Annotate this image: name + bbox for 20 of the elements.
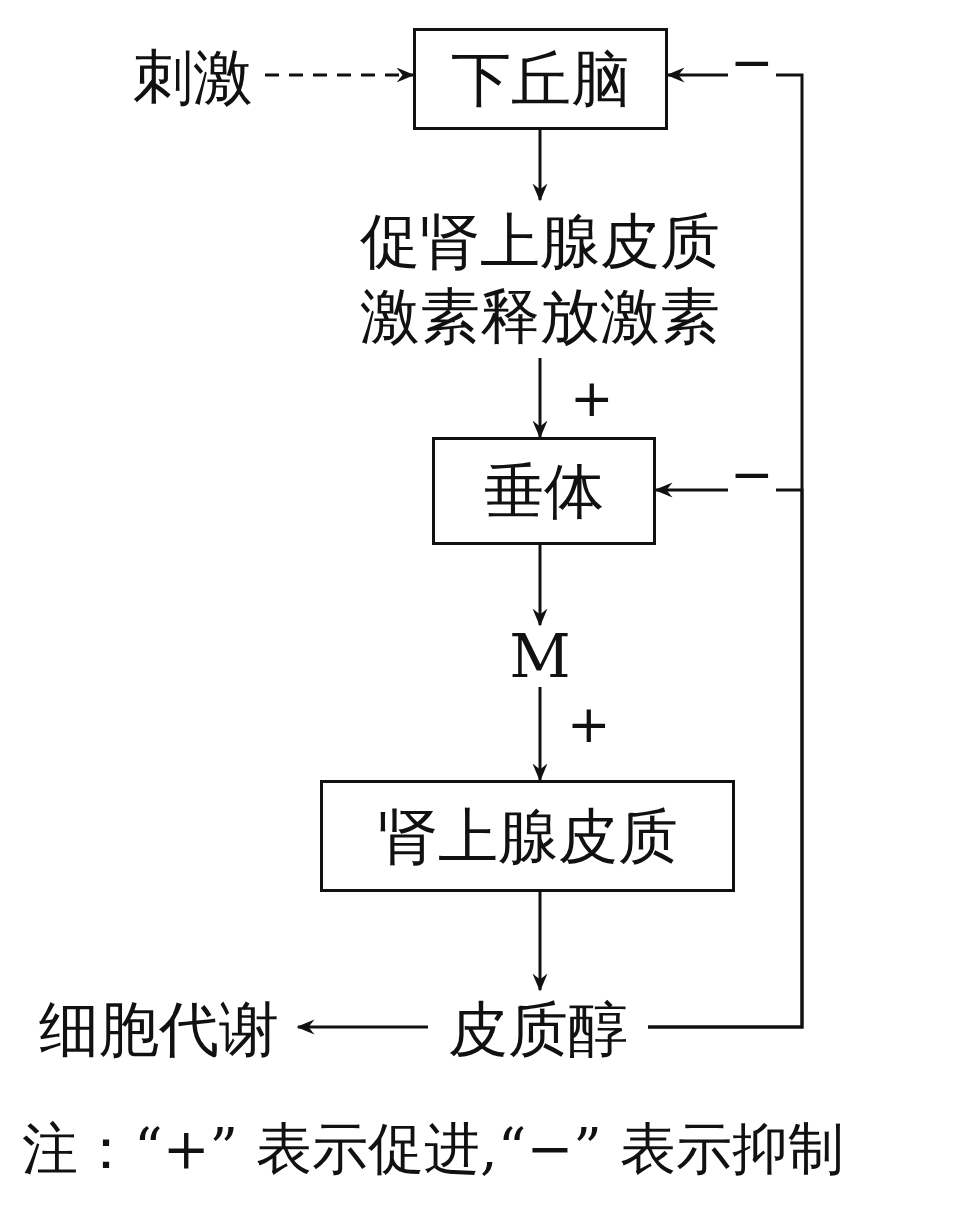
arrow xyxy=(532,358,548,439)
arrow xyxy=(296,1019,428,1035)
organ-label: 下丘脑 xyxy=(450,42,631,116)
hormone-text: 促肾上腺皮质激素释放激素 xyxy=(340,200,740,358)
organ-label: 垂体 xyxy=(484,454,604,528)
stimulus-text: 刺激 xyxy=(120,40,265,115)
organ-box xyxy=(432,437,656,545)
hormone-text: M xyxy=(505,625,575,687)
arrow xyxy=(265,67,415,83)
hormone-text: 皮质醇 xyxy=(428,990,648,1068)
arrow xyxy=(532,545,548,627)
arrow xyxy=(532,687,548,782)
organ-box xyxy=(320,780,735,892)
effect-text: 细胞代谢 xyxy=(20,990,298,1068)
arrow xyxy=(532,892,548,992)
arrow xyxy=(648,482,804,1029)
note-text: 注：“+” 表示促进,“−” 表示抑制 xyxy=(22,1115,844,1183)
arrow xyxy=(532,130,548,202)
organ-box xyxy=(413,28,668,130)
organ-label: 肾上腺皮质 xyxy=(377,799,678,873)
